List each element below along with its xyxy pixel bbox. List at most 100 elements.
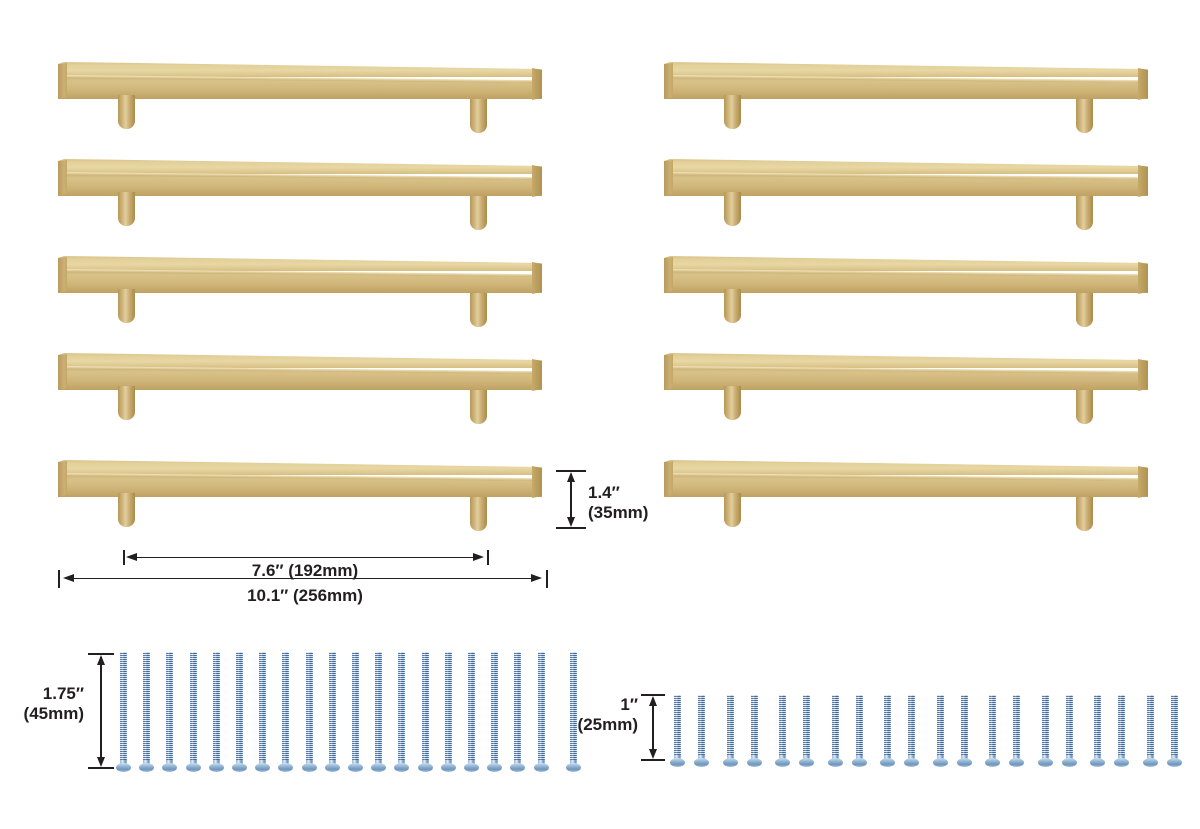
screw-head-neck [166,760,173,765]
screw-threaded-shaft [803,695,810,755]
handle-bar-left-cap [664,63,673,99]
long-screw [441,652,456,772]
short-screw [1009,695,1024,767]
cabinet-pull-handle [664,353,1148,424]
screw-head-neck [937,755,944,760]
screw-threaded-shaft [120,652,127,760]
short-screw-arrow-down-icon [649,749,657,759]
screw-threaded-shaft [538,652,545,760]
overall-tick-right [546,570,548,588]
screw-head [1038,758,1053,767]
handle-mounting-post-right [470,196,487,230]
screw-threaded-shaft [329,652,336,760]
short-screw-tick-bottom [641,759,665,761]
handle-bar-left-cap [58,160,67,196]
screw-head [933,758,948,767]
short-screw [1114,695,1129,767]
handle-mounting-post-right [470,390,487,424]
screw-head-neck [884,755,891,760]
screw-head-neck [213,760,220,765]
handle-bar-top-face [664,256,1148,271]
screw-head-neck [445,760,452,765]
screw-head-neck [989,755,996,760]
screw-head-neck [803,755,810,760]
screw-threaded-shaft [514,652,521,760]
handle-bar-front-face [664,368,1148,390]
handle-bar-top-face [58,159,542,174]
handle-bar [58,353,542,391]
screw-head-neck [908,755,915,760]
handle-bar-left-cap [58,257,67,293]
screw-head [694,758,709,767]
cabinet-pull-handle [58,159,542,230]
handle-bar-right-cap [1138,165,1148,197]
screw-head [880,758,895,767]
screw-threaded-shaft [282,652,289,760]
handle-mounting-post-right [1076,293,1093,327]
handle-height-imperial: 1.4″ [588,483,620,502]
short-screw [985,695,1000,767]
screw-head [162,763,177,772]
handle-bar-left-cap [58,63,67,99]
screw-threaded-shaft [989,695,996,755]
long-screw-tick-top [88,653,114,655]
screw-head [747,758,762,767]
short-screw-metric: (25mm) [577,715,638,735]
long-screw [325,652,340,772]
short-screw-arrow-up-icon [649,696,657,706]
screw-threaded-shaft [832,695,839,755]
handle-bar-left-cap [664,354,673,390]
handle-bar-left-cap [58,354,67,390]
cabinet-pull-handle [664,460,1148,531]
short-screw [880,695,895,767]
screw-threaded-shaft [727,695,734,755]
screw-head-neck [674,755,681,760]
handle-mounting-post-right [470,497,487,531]
screw-threaded-shaft [190,652,197,760]
handle-bar [664,159,1148,197]
screw-threaded-shaft [1094,695,1101,755]
handle-mounting-post-right [470,293,487,327]
handle-bar [664,256,1148,294]
screw-head-neck [352,760,359,765]
handle-mounting-post-left [724,289,741,323]
screw-threaded-shaft [491,652,498,760]
handle-bar [664,353,1148,391]
screw-head-neck [1171,755,1178,760]
handle-bar [58,256,542,294]
screw-head-neck [398,760,405,765]
handle-bar-top-face [58,256,542,271]
screw-threaded-shaft [166,652,173,760]
screw-threaded-shaft [1042,695,1049,755]
handle-bar-top-face [58,460,542,475]
screw-head [1167,758,1182,767]
screw-threaded-shaft [779,695,786,755]
handle-bar-front-face [664,174,1148,196]
long-screw-dimension-line [100,657,102,764]
handle-mounting-post-left [724,386,741,420]
height-tick-bottom [556,527,586,529]
short-screw [799,695,814,767]
screw-head [325,763,340,772]
screw-head-neck [1118,755,1125,760]
long-screw [371,652,386,772]
short-screw [933,695,948,767]
screw-head [566,763,581,772]
short-screw [904,695,919,767]
overall-length-label: 10.1″ (256mm) [247,586,363,605]
handle-bar-right-cap [1138,68,1148,100]
handle-bar-top-face [58,353,542,368]
overall-arrow-left-icon [63,574,74,582]
short-screw [957,695,972,767]
screw-threaded-shaft [856,695,863,755]
handle-bar-right-cap [1138,359,1148,391]
screw-head [232,763,247,772]
screw-threaded-shaft [445,652,452,760]
handle-bar-left-cap [664,461,673,497]
short-screw [670,695,685,767]
long-screw-label: 1.75″ (45mm) [0,684,84,724]
short-screw [1143,695,1158,767]
screw-threaded-shaft [674,695,681,755]
screw-threaded-shaft [213,652,220,760]
